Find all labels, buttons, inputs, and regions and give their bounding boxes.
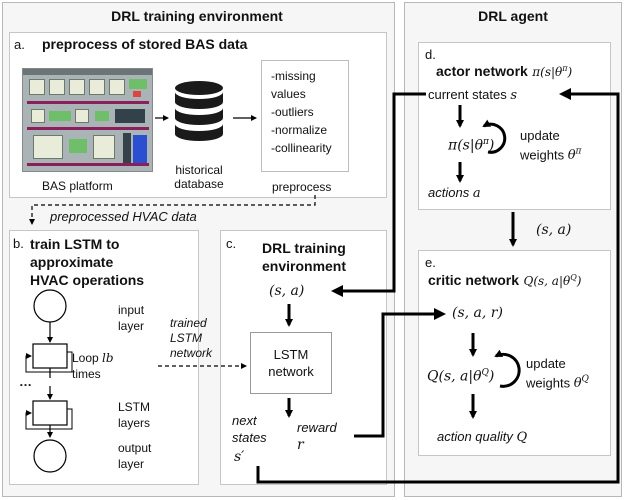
output-layer-label: output layer [118, 441, 152, 471]
critic-q-function: Q(s, a|θQ) [427, 368, 495, 385]
input-layer-node [33, 289, 67, 323]
section-e-critic-network [418, 250, 611, 456]
section-c-heading: DRL training environment [262, 240, 347, 274]
historical-database-label: historical database [174, 163, 224, 191]
section-e-heading: critic network Q(s, a|θQ) [428, 272, 582, 288]
lstm-cell-2 [32, 400, 68, 426]
arrow-actions-to-env [331, 92, 426, 297]
current-states-label: current states s [428, 87, 518, 103]
lstm-cell-1 [32, 343, 68, 369]
lstm-network-label: LSTM network [268, 347, 314, 379]
step-outliers: -outliers [271, 105, 314, 119]
arrow-reward-to-critic [354, 308, 446, 438]
section-a-letter: a. [14, 37, 25, 52]
section-d-heading: actor network π(s|θπ) [436, 63, 573, 79]
next-states-label: next states [232, 413, 267, 445]
action-quality-label: action quality Q [437, 429, 528, 445]
lstm-network-box [250, 332, 332, 394]
critic-input: (s, a, r) [452, 305, 503, 321]
lstm-layers-label: LSTM layers [118, 400, 151, 430]
critic-update-loop [494, 349, 521, 388]
left-panel-title: DRL training environment [111, 8, 283, 24]
right-panel-title: DRL agent [478, 8, 548, 24]
section-e-letter: e. [425, 255, 436, 270]
step-missing: -missing [271, 69, 316, 83]
critic-update-label: update weights θQ [526, 356, 589, 392]
section-c-letter: c. [226, 236, 237, 251]
section-b-letter: b. [13, 236, 24, 251]
c-state-action: (s, a) [269, 283, 305, 299]
step-collinearity: -collinearity [271, 141, 332, 155]
actor-update-loop [482, 119, 507, 154]
section-d-actor-network [418, 42, 611, 210]
loop-label: Loop lb times [72, 351, 114, 381]
arrow-next-states-to-actor [256, 88, 620, 484]
actor-update-label: update weights θπ [520, 128, 582, 164]
section-b-heading: train LSTM to approximate HVAC operation… [30, 236, 145, 288]
next-states-symbol: s′ [234, 449, 245, 465]
reward-symbol: r [297, 437, 304, 453]
actor-policy: π(s|θπ) [448, 137, 495, 154]
section-a-heading: preprocess of stored BAS data [42, 36, 248, 52]
preprocess-label: preprocess [272, 180, 332, 194]
input-layer-label: input layer [118, 303, 145, 333]
actions-label: actions a [428, 185, 481, 201]
step-normalize: -normalize [271, 123, 328, 137]
output-layer-node [33, 439, 67, 473]
section-d-letter: d. [425, 47, 436, 62]
trained-lstm-network-label: trained LSTM network [170, 316, 213, 360]
agent-state-action: (s, a) [536, 222, 572, 238]
bas-platform-screenshot [22, 68, 153, 172]
arrow-preprocessed-data [29, 195, 316, 225]
bas-platform-label: BAS platform [42, 179, 113, 193]
reward-label: reward [297, 420, 337, 435]
preprocessed-hvac-data-label: preprocessed HVAC data [50, 209, 197, 224]
preprocess-steps-box [261, 60, 349, 172]
database-icon [175, 81, 223, 141]
ellipsis: … [19, 374, 32, 389]
preprocess-steps: -missing values -outliers -normalize -co… [271, 67, 332, 157]
step-missing-values: values [271, 87, 306, 101]
